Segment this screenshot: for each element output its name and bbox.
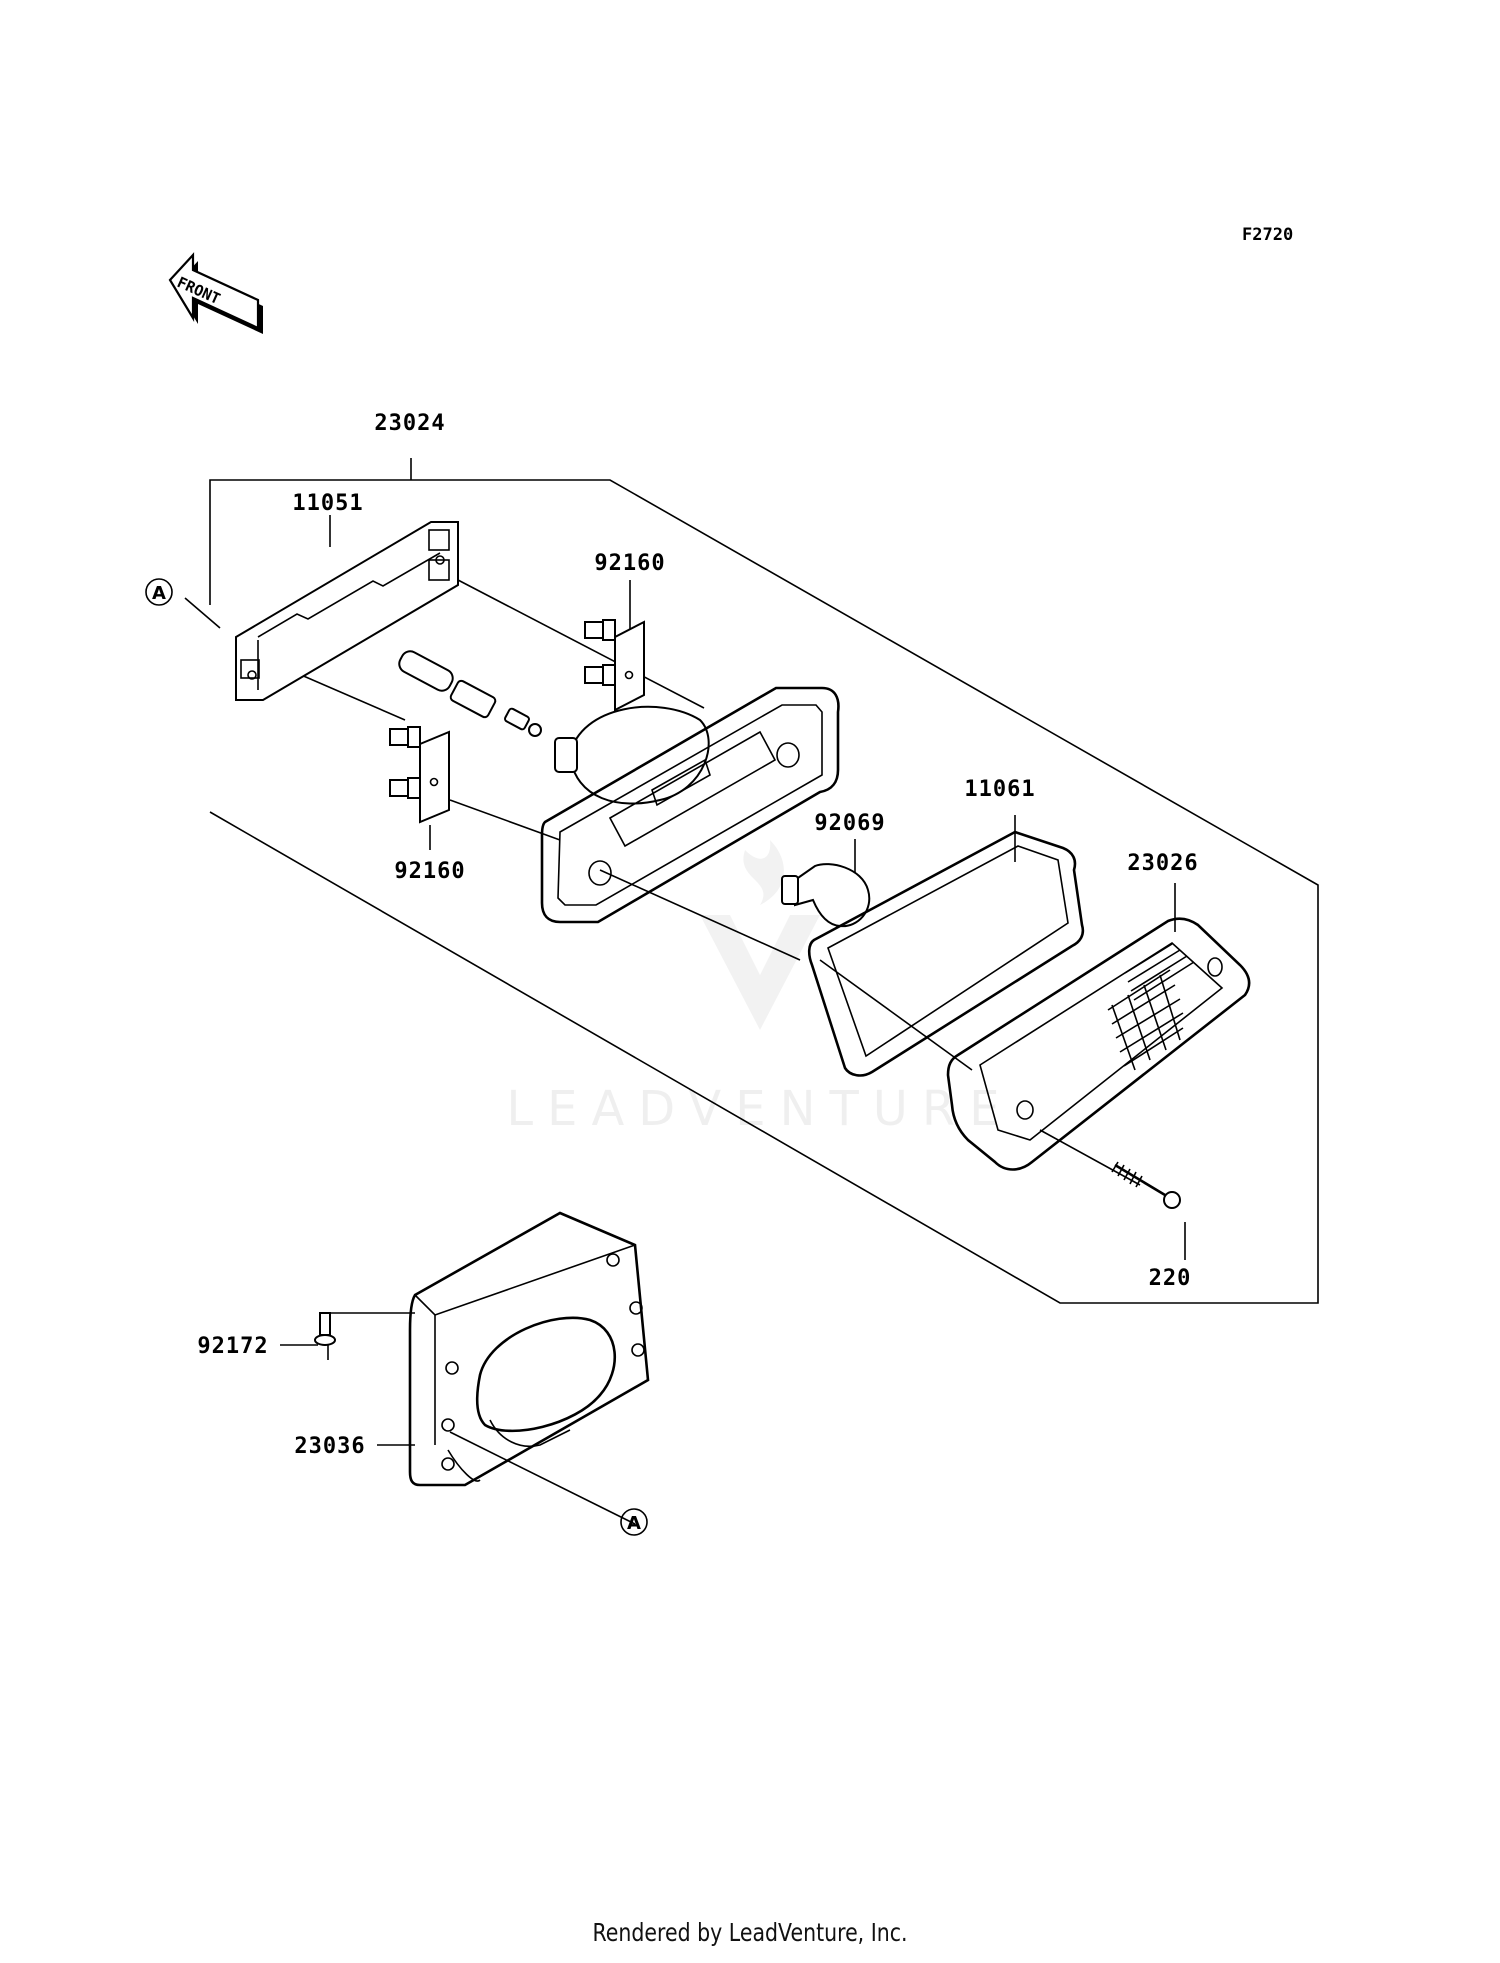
gasket-11061 bbox=[807, 830, 1085, 1077]
callout-92160-lower: 92160 bbox=[394, 859, 465, 884]
callout-220: 220 bbox=[1149, 1266, 1192, 1291]
diagram-code: F2720 bbox=[1242, 225, 1293, 245]
bracket-23036 bbox=[408, 1211, 650, 1487]
callout-92069: 92069 bbox=[814, 811, 885, 836]
callout-23026: 23026 bbox=[1127, 851, 1198, 876]
footer-credit: Rendered by LeadVenture, Inc. bbox=[592, 1918, 908, 1947]
socket-lower-92160 bbox=[389, 726, 450, 824]
front-arrow-icon: FRONT bbox=[168, 252, 263, 334]
callout-92172: 92172 bbox=[197, 1334, 268, 1359]
ref-marker-a-top: A bbox=[145, 578, 173, 606]
callout-92160-upper: 92160 bbox=[594, 551, 665, 576]
gasket-11051 bbox=[235, 521, 459, 701]
ref-a-top-label: A bbox=[152, 583, 166, 604]
socket-upper-92160 bbox=[584, 619, 645, 712]
callout-23036: 23036 bbox=[294, 1434, 365, 1459]
callout-11051: 11051 bbox=[292, 491, 363, 516]
screw-220 bbox=[1111, 1161, 1181, 1209]
ref-marker-a-bottom: A bbox=[620, 1508, 648, 1536]
lamp-housing bbox=[540, 686, 840, 924]
callout-11061: 11061 bbox=[964, 777, 1035, 802]
leader-lines bbox=[184, 515, 1186, 1525]
lens-23026 bbox=[946, 917, 1251, 1171]
ref-a-bottom-label: A bbox=[627, 1513, 641, 1534]
assembly-frame bbox=[209, 479, 1319, 1304]
bulb-92069 bbox=[781, 863, 871, 928]
callout-23024: 23024 bbox=[374, 411, 445, 436]
watermark-text: LEADVENTURE bbox=[506, 1081, 1013, 1137]
watermark: LEADVENTURE bbox=[506, 840, 1013, 1137]
bolt-92172 bbox=[314, 1312, 336, 1346]
wedge-bulb bbox=[398, 650, 542, 737]
